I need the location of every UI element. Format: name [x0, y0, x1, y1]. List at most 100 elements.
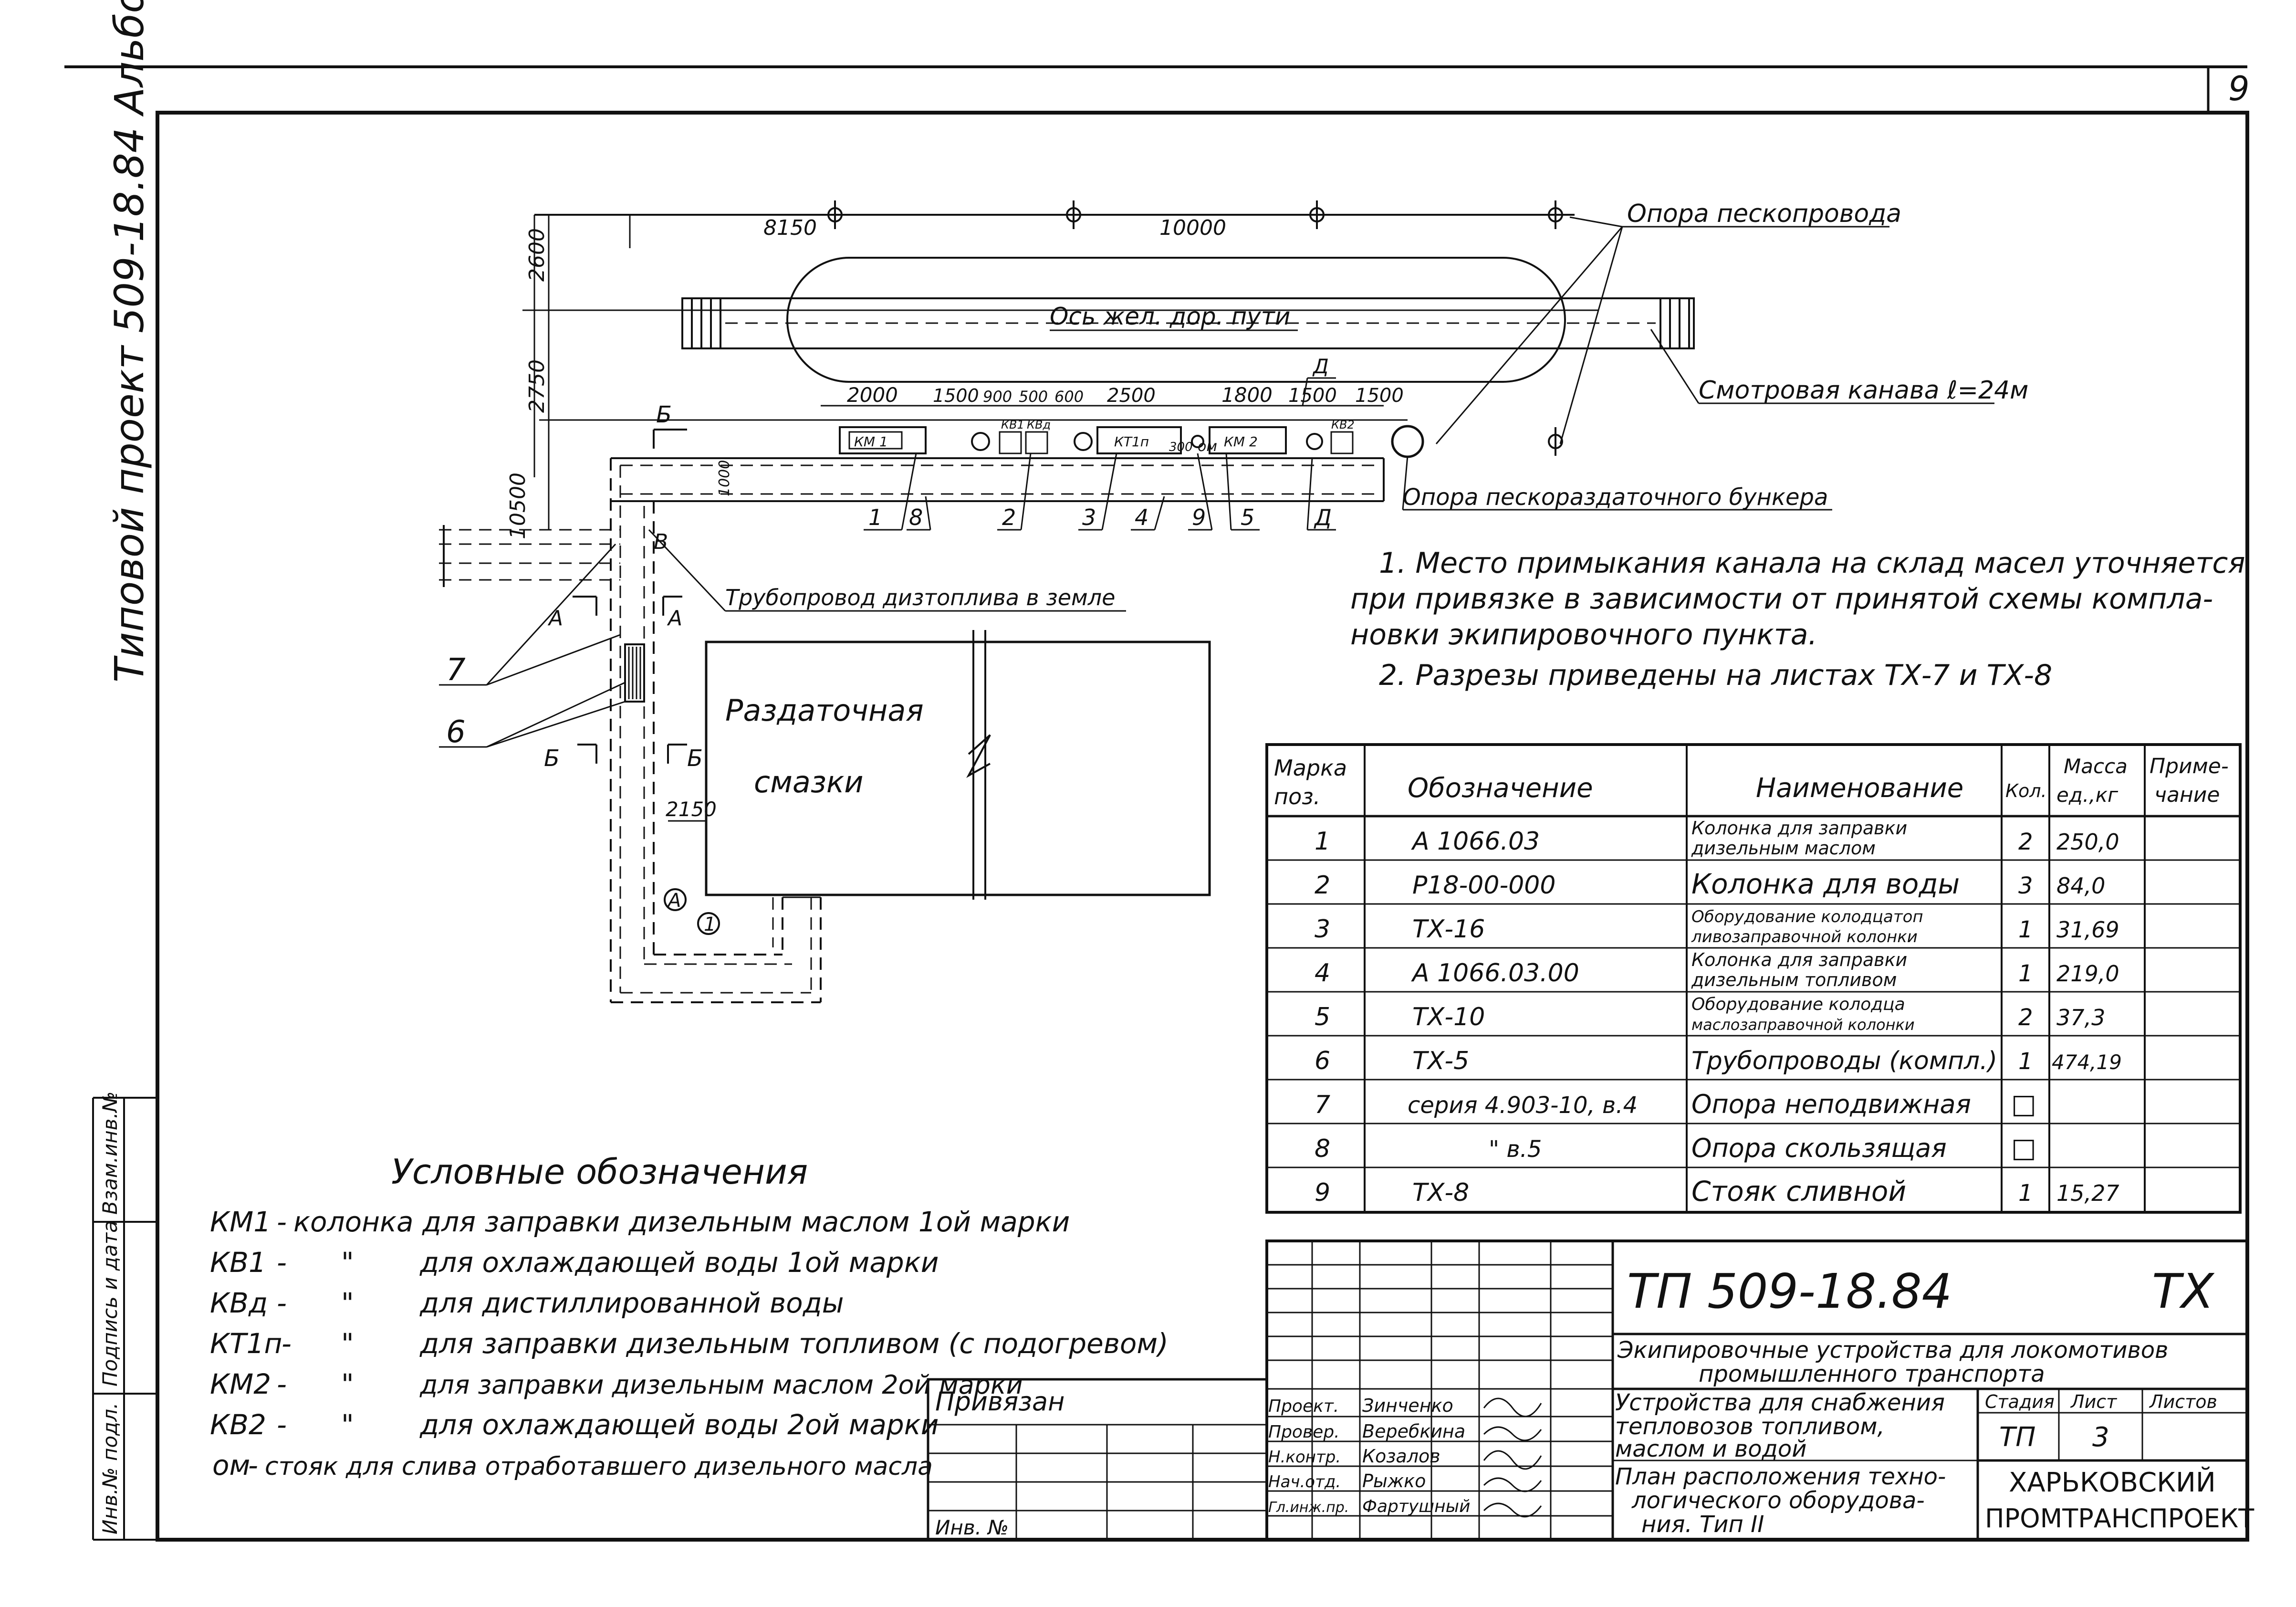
table-row: 2 Р18-00-000 Колонка для воды 3 84,0 [1315, 868, 2105, 900]
row-8-pos: 8 [1315, 1134, 1330, 1163]
dim-500: 500 [1019, 388, 1048, 406]
row-6-qty: 1 [2018, 1048, 2033, 1075]
legend-item: КМ2 - " для заправки дизельным маслом 2о… [210, 1368, 1023, 1400]
callout-1-label: 1 [868, 504, 882, 530]
legend-3-text: для дистиллированной воды [419, 1287, 844, 1319]
row-7-name-1: Опора неподвижная [1691, 1089, 1971, 1119]
row-6-name-1: Трубопроводы (компл.) [1691, 1047, 1997, 1075]
axis-1: 1 [704, 914, 716, 935]
legend-item: ом - стояк для слива отработавшего дизел… [212, 1449, 933, 1481]
row-5-qty: 2 [2018, 1004, 2033, 1031]
hdr-mass-2: ед.,кг [2056, 783, 2119, 807]
legend-4-dash: - [282, 1327, 292, 1360]
equip-kvd: КВд [1027, 418, 1051, 431]
sheet-label: Лист [2070, 1391, 2118, 1412]
dim-2150: 2150 [666, 798, 717, 821]
dim-1500-a: 1500 [933, 385, 979, 406]
row-4-designation: А 1066.03.00 [1411, 959, 1579, 987]
row-2-designation: Р18-00-000 [1412, 871, 1555, 900]
table-row: 8 " в.5 Опора скользящая □ [1315, 1133, 2036, 1164]
callout-2: 2 [997, 453, 1032, 531]
support-sand-label: Опора пескопровода [1627, 200, 1901, 228]
legend-5-dash: - [277, 1368, 287, 1400]
table-row: 3 ТХ-16 Оборудование колодцатоп ливозапр… [1315, 907, 2119, 946]
legend-6-code: КВ2 [210, 1408, 266, 1441]
legend-7-code: ом [212, 1449, 250, 1481]
callout-4-label: 4 [1135, 504, 1148, 530]
legend-7-dash: - [248, 1449, 258, 1481]
plan-drawing: 8150 10000 2600 2750 10500 Ось жел. дор.… [439, 200, 2028, 1003]
table-row: 6 ТХ-5 Трубопроводы (компл.) 1 474,19 [1315, 1047, 2122, 1075]
legend-5-ditto: " [341, 1368, 354, 1400]
staff-5-role: Гл.инж.пр. [1268, 1499, 1349, 1516]
building-label-2: смазки [754, 765, 864, 799]
row-2-name-1: Колонка для воды [1691, 868, 1960, 900]
callout-1: 1 [864, 453, 917, 531]
row-9-mass: 15,27 [2056, 1180, 2119, 1206]
pipeline-label: Трубопровод дизтоплива в земле [725, 585, 1115, 610]
row-9-designation: ТХ-8 [1412, 1178, 1469, 1207]
rail-hatch-left [691, 298, 721, 348]
legend-3-code: КВд [210, 1287, 268, 1319]
part-title-2: тепловозов топливом, [1615, 1413, 1885, 1440]
dim-1500-b: 1500 [1288, 385, 1337, 407]
row-3-designation: ТХ-16 [1412, 915, 1485, 944]
table-row: 1 А 1066.03 Колонка для заправки дизельн… [1315, 818, 2119, 859]
callout-3-label: 3 [1082, 504, 1096, 530]
stage-value: ТП [1999, 1422, 2035, 1453]
inspection-pit-label: Смотровая канава ℓ=24м [1699, 376, 2028, 405]
left-stamp-replace: Взам.инв.№ [98, 1092, 122, 1215]
row-7-pos: 7 [1315, 1091, 1330, 1119]
dim-2600: 2600 [525, 228, 549, 282]
album-label: Типовой проект 509-18.84 Альбом I [106, 0, 153, 683]
row-9-qty: 1 [2018, 1180, 2033, 1207]
row-1-mass: 250,0 [2056, 829, 2119, 855]
callout-4: 4 [1131, 496, 1165, 531]
table-row: 5 ТХ-10 Оборудование колодца маслозаправ… [1315, 995, 2105, 1034]
callout-d-bottom-label: Д [1314, 504, 1332, 530]
note-line-4: 2. Разрезы приведены на листах ТХ-7 и ТХ… [1379, 659, 2052, 692]
row-7-qty: □ [2011, 1089, 2036, 1120]
callout-9-label: 9 [1192, 504, 1206, 530]
dim-900: 900 [983, 388, 1012, 406]
section-a-right: А [667, 606, 682, 630]
row-2-qty: 3 [2018, 872, 2033, 899]
legend-item: КМ1 - колонка для заправки дизельным мас… [210, 1206, 1070, 1238]
note-line-3: новки экипировочного пункта. [1350, 618, 1817, 651]
left-stamp-inv: Инв.№ подл. [98, 1403, 122, 1534]
row-3-name-2: ливозаправочной колонки [1691, 927, 1918, 946]
legend-item: КВ2 - " для охлаждающей воды 2ой марки [210, 1408, 939, 1441]
inv-no-label: Инв. № [935, 1516, 1009, 1539]
legend-6-text: для охлаждающей воды 2ой марки [419, 1408, 939, 1441]
row-4-name-1: Колонка для заправки [1691, 949, 1907, 970]
table-row: 4 А 1066.03.00 Колонка для заправки дизе… [1315, 949, 2119, 990]
hdr-note-1: Приме- [2150, 754, 2229, 778]
left-stamp-sign: Подпись и дата [98, 1220, 122, 1386]
spec-table: Марка поз. Обозначение Наименование Кол.… [1265, 743, 2242, 1214]
callout-d-top: Д [1302, 355, 1336, 406]
dim-600: 600 [1054, 388, 1084, 406]
staff-3-name: Козалов [1362, 1446, 1440, 1467]
row-3-qty: 1 [2018, 916, 2033, 943]
equip-km1: КМ 1 [854, 434, 888, 450]
dim-1800: 1800 [1221, 383, 1273, 407]
support-bunker-label: Опора пескораздаточного бункера [1403, 484, 1828, 511]
row-5-pos: 5 [1315, 1003, 1330, 1031]
legend-1-text: колонка для заправки дизельным маслом 1о… [293, 1206, 1070, 1238]
hdr-note-2: чание [2154, 783, 2220, 807]
project-title-2: промышленного транспорта [1699, 1361, 2045, 1387]
legend: Условные обозначения КМ1 - колонка для з… [210, 1152, 1169, 1481]
dim-1500-c: 1500 [1355, 385, 1404, 407]
legend-5-code: КМ2 [210, 1368, 271, 1400]
row-2-mass: 84,0 [2056, 873, 2105, 899]
dim-10500: 10500 [506, 473, 530, 539]
row-8-qty: □ [2011, 1133, 2036, 1164]
row-1-qty: 2 [2018, 829, 2033, 855]
row-4-pos: 4 [1315, 959, 1330, 987]
hdr-pos-2: поз. [1274, 784, 1320, 809]
callout-9: 9 [1188, 453, 1213, 531]
hdr-mass-1: Масса [2064, 755, 2128, 778]
sheet-value: 3 [2092, 1422, 2109, 1453]
part-title-1: Устройства для снабжения [1615, 1389, 1945, 1416]
row-3-mass: 31,69 [2056, 917, 2119, 943]
